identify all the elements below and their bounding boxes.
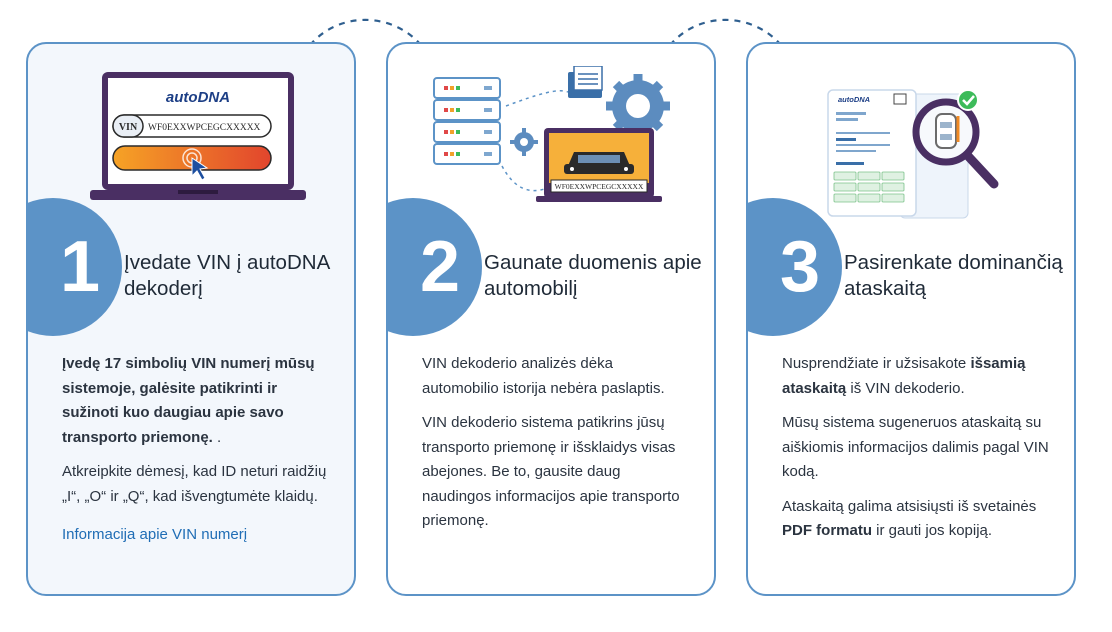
- step-number-1: 1: [28, 198, 122, 336]
- step-3-p3-pre: Ataskaitą galima atsisiųsti iš svetainės: [782, 497, 1037, 515]
- magnifier-icon: [912, 98, 999, 189]
- step-title-1: Įvedate VIN į autoDNA dekoderį: [124, 251, 330, 300]
- cursor-icon: [191, 157, 209, 181]
- step-3-p1-bold: išsamią ataskaitą: [782, 355, 1026, 397]
- checkmark-icon: [957, 89, 979, 111]
- illus-vin-value-2: WF0EXXWPCEGCXXXXX: [555, 182, 644, 191]
- step-3-paragraph-1: Nusprendžiate ir užsisakote išsamią atas…: [782, 352, 1052, 401]
- step-1-rest-text: .: [212, 428, 222, 446]
- step-2-paragraph-1: VIN dekoderio analizės dėka automobilio …: [422, 355, 665, 397]
- step-number-2: 2: [388, 198, 482, 336]
- step-3-p1-pre: Nusprendžiate ir užsisakote: [782, 355, 971, 372]
- step-card-1: autoDNA VIN WF0EXXWPCEGCXXXXX 1 Įvedate …: [26, 42, 356, 596]
- step-3-p1-post: iš VIN dekoderio.: [846, 379, 965, 397]
- step-3-paragraph-3: Ataskaitą galima atsisiųsti iš svetainės…: [782, 495, 1052, 544]
- step-title-2: Gaunate duomenis apie automobilį: [484, 251, 702, 300]
- step-card-2: WF0EXXWPCEGCXXXXX 2 Gaunate duomenis api…: [386, 42, 716, 596]
- server-stack-icon: [433, 77, 501, 165]
- illus-logo-autodna: autoDNA: [166, 89, 230, 106]
- step-body-2: VIN dekoderio analizės dėka automobilio …: [422, 352, 692, 544]
- step-body-1: Įvedę 17 simbolių VIN numerį mūsų sistem…: [62, 352, 332, 558]
- illus-vin-value: WF0EXXWPCEGCXXXXX: [148, 123, 261, 133]
- step-title-3: Pasirenkate dominančią ataskaitą: [844, 251, 1063, 300]
- step-1-paragraph-1: Įvedę 17 simbolių VIN numerį mūsų sistem…: [62, 352, 332, 450]
- step-body-3: Nusprendžiate ir užsisakote išsamią atas…: [782, 352, 1052, 554]
- step-3-p3-post: ir gauti jos kopiją.: [872, 522, 993, 539]
- small-gear-icon: [510, 128, 538, 156]
- gear-icon: [606, 74, 670, 138]
- car-icon: [564, 152, 634, 174]
- data-servers-illustration: WF0EXXWPCEGCXXXXX: [433, 66, 670, 202]
- step-2-paragraph-2: VIN dekoderio sistema patikrins jūsų tra…: [422, 414, 680, 529]
- report-magnifier-illustration: autoDNA: [827, 89, 999, 219]
- illus-logo-autodna-3: autoDNA: [838, 95, 870, 104]
- step-1-paragraph-2: Atkreipkite dėmesį, kad ID neturi raidži…: [62, 463, 327, 505]
- step-3-p3-bold: PDF formatu: [782, 522, 872, 539]
- step-card-3: autoDNA 3 Pasirenkate: [746, 42, 1076, 596]
- illus-vin-label: VIN: [119, 122, 138, 133]
- vin-input-laptop-illustration: autoDNA VIN WF0EXXWPCEGCXXXXX: [90, 72, 306, 200]
- document-folder-icon: [568, 66, 603, 98]
- vin-info-link[interactable]: Informacija apie VIN numerį: [62, 526, 248, 543]
- step-3-paragraph-2: Mūsų sistema sugeneruos ataskaitą su aiš…: [782, 414, 1049, 480]
- step-1-bold-text: Įvedę 17 simbolių VIN numerį mūsų sistem…: [62, 355, 315, 446]
